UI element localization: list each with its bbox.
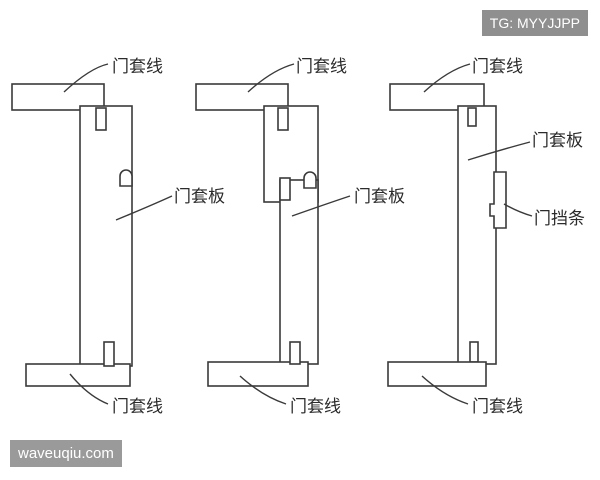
casing-board-right bbox=[457, 105, 497, 365]
label-casing-line-top-middle: 门套线 bbox=[296, 57, 347, 77]
tongue-top-left bbox=[95, 107, 107, 131]
casing-line-bottom-middle bbox=[207, 361, 309, 387]
label-casing-board-right: 门套板 bbox=[532, 131, 583, 151]
leader-board-left bbox=[115, 195, 173, 221]
tongue-top-middle bbox=[277, 107, 289, 131]
label-casing-line-bottom-left: 门套线 bbox=[112, 397, 163, 417]
leader-casing-top-left bbox=[63, 63, 109, 93]
watermark-top-right: TG: MYYJJPP bbox=[481, 10, 588, 36]
leader-board-middle bbox=[291, 195, 351, 217]
leader-casing-bottom-right bbox=[421, 375, 469, 405]
leader-board-right bbox=[467, 141, 531, 161]
leader-casing-top-right bbox=[423, 63, 471, 93]
label-door-stop-strip: 门挡条 bbox=[534, 209, 585, 229]
variant-middle: 门套线 门套板 门套线 bbox=[195, 57, 405, 417]
variant-right: 门套线 门套板 门挡条 门套线 bbox=[387, 57, 585, 417]
tongue-mid-middle bbox=[279, 177, 291, 201]
casing-board-left bbox=[79, 105, 133, 367]
tongue-bottom-right bbox=[469, 341, 479, 363]
variant-left: 门套线 门套板 门套线 bbox=[11, 57, 225, 417]
leader-casing-bottom-middle bbox=[239, 375, 287, 405]
stop-bump-left bbox=[119, 169, 133, 187]
label-casing-line-top-left: 门套线 bbox=[112, 57, 163, 77]
tongue-top-right bbox=[467, 107, 477, 127]
casing-line-bottom-left bbox=[25, 363, 131, 387]
casing-board-lower-middle bbox=[279, 179, 319, 365]
label-casing-board-middle: 门套板 bbox=[354, 187, 405, 207]
watermark-bottom-left: waveuqiu.com bbox=[10, 440, 122, 467]
door-stop-strip bbox=[489, 171, 507, 229]
casing-line-top-left bbox=[11, 83, 105, 111]
leader-casing-top-middle bbox=[247, 63, 295, 93]
label-casing-line-bottom-middle: 门套线 bbox=[290, 397, 341, 417]
label-casing-board-left: 门套板 bbox=[174, 187, 225, 207]
stop-bump-middle bbox=[303, 171, 317, 189]
tongue-bottom-left bbox=[103, 341, 115, 367]
label-casing-line-top-right: 门套线 bbox=[472, 57, 523, 77]
leader-casing-bottom-left bbox=[69, 373, 109, 405]
label-casing-line-bottom-right: 门套线 bbox=[472, 397, 523, 417]
casing-line-bottom-right bbox=[387, 361, 487, 387]
tongue-bottom-middle bbox=[289, 341, 301, 365]
leader-stop-strip bbox=[503, 203, 533, 217]
